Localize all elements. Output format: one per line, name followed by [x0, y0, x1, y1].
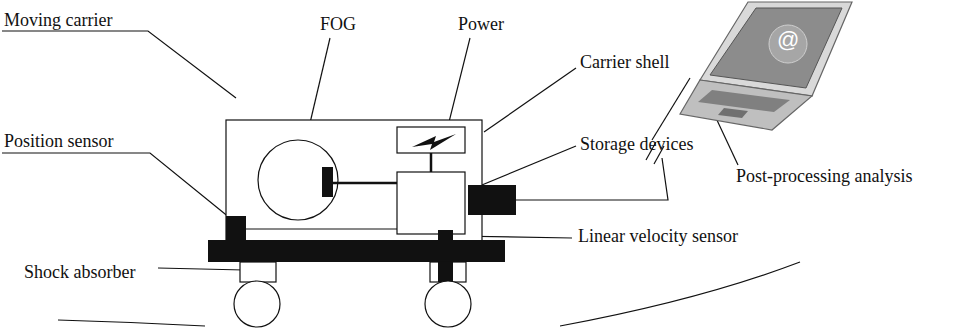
power-box: [397, 127, 465, 153]
laptop-icon: [680, 2, 852, 130]
data-link-wire: [516, 158, 668, 200]
ground-curve: [58, 320, 205, 326]
sensor-wire: [238, 229, 397, 230]
part-label: Moving carrier: [4, 10, 112, 30]
ground-curve: [560, 262, 800, 326]
part-label: FOG: [320, 14, 356, 34]
leader-line: [158, 268, 244, 270]
wheel: [425, 281, 471, 327]
part-label: Carrier shell: [580, 52, 669, 72]
shock-absorber: [240, 262, 276, 282]
screen-symbol: @: [777, 30, 799, 50]
fog-cable: [333, 182, 397, 185]
part-label: Linear velocity sensor: [578, 226, 738, 246]
storage-port: [468, 185, 516, 215]
leader-line: [448, 38, 470, 126]
part-label: Storage devices: [580, 134, 693, 154]
velocity-sensor: [438, 262, 453, 282]
wheel: [234, 281, 280, 327]
lightning-symbol: [412, 134, 456, 150]
part-label: Power: [458, 14, 504, 34]
part-label: Shock absorber: [24, 262, 135, 282]
fog-connector: [322, 167, 333, 197]
shock-absorber: [430, 262, 466, 282]
leader-line: [2, 153, 230, 218]
leader-line: [2, 31, 236, 98]
leader-line: [716, 118, 738, 165]
part-label: Post-processing analysis: [736, 166, 912, 186]
position-sensor: [226, 216, 246, 260]
leader-line: [484, 68, 576, 132]
part-label: Position sensor: [4, 131, 114, 151]
fog-coil: [258, 140, 338, 220]
power-cable: [430, 153, 433, 172]
storage-box: [397, 172, 465, 234]
base-platform: [208, 240, 505, 262]
carrier-shell: [226, 120, 482, 245]
